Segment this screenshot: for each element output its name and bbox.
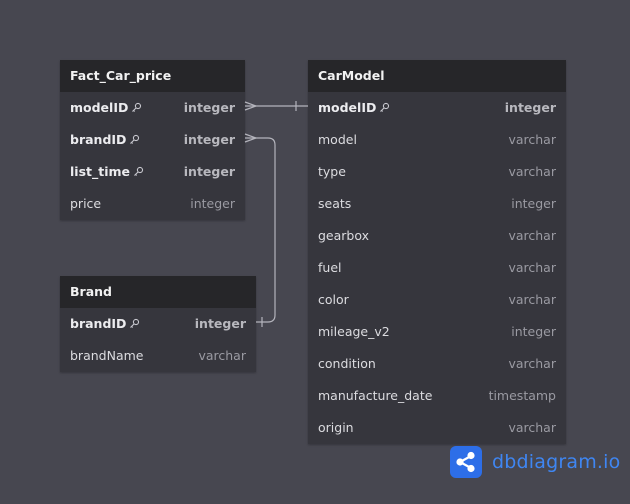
crows-foot-icon <box>244 101 258 111</box>
field-row-modelid[interactable]: modelID integer <box>308 92 566 124</box>
table-carmodel[interactable]: CarModel modelID integer model varchar type v… <box>308 60 566 444</box>
field-name: seats <box>318 188 351 220</box>
field-type: varchar <box>508 260 556 275</box>
table-header[interactable]: Brand <box>60 276 256 308</box>
field-row-manufacture-date[interactable]: manufacture_date timestamp <box>308 380 566 412</box>
dbdiagram-logo[interactable]: dbdiagram.io <box>450 446 620 478</box>
field-row-modelid[interactable]: modelID integer <box>60 92 245 124</box>
field-name: price <box>70 188 101 220</box>
table-fact-car-price[interactable]: Fact_Car_price modelID integer brandID inte… <box>60 60 245 220</box>
field-name-text: brandName <box>70 348 144 363</box>
crows-foot-icon <box>244 133 258 143</box>
field-name-text: origin <box>318 420 354 435</box>
field-row-price[interactable]: price integer <box>60 188 245 220</box>
field-row-model[interactable]: model varchar <box>308 124 566 156</box>
field-type: varchar <box>508 292 556 307</box>
field-type: varchar <box>198 348 246 363</box>
field-name-text: list_time <box>70 164 130 179</box>
field-type: timestamp <box>488 388 556 403</box>
field-name: brandID <box>70 124 140 156</box>
field-row-color[interactable]: color varchar <box>308 284 566 316</box>
field-row-mileage-v2[interactable]: mileage_v2 integer <box>308 316 566 348</box>
field-name-text: fuel <box>318 260 342 275</box>
field-name-text: manufacture_date <box>318 388 433 403</box>
field-type: integer <box>183 100 235 115</box>
field-type: integer <box>511 196 556 211</box>
field-name: fuel <box>318 252 342 284</box>
field-type: integer <box>504 100 556 115</box>
field-name: type <box>318 156 346 188</box>
field-name-text: brandID <box>70 132 127 147</box>
field-name-text: modelID <box>318 100 377 115</box>
logo-text: dbdiagram.io <box>492 451 621 473</box>
relation-modelid[interactable] <box>244 101 308 111</box>
field-type: varchar <box>508 420 556 435</box>
field-row-condition[interactable]: condition varchar <box>308 348 566 380</box>
field-row-brandname[interactable]: brandName varchar <box>60 340 256 372</box>
field-row-brandid[interactable]: brandID integer <box>60 308 256 340</box>
field-name-text: brandID <box>70 316 127 331</box>
key-icon <box>129 309 140 328</box>
field-name-text: mileage_v2 <box>318 324 390 339</box>
key-icon <box>129 125 140 144</box>
field-row-brandid[interactable]: brandID integer <box>60 124 245 156</box>
field-type: integer <box>194 316 246 331</box>
field-name: mileage_v2 <box>318 316 390 348</box>
table-header[interactable]: Fact_Car_price <box>60 60 245 92</box>
key-icon <box>379 93 390 112</box>
field-row-origin[interactable]: origin varchar <box>308 412 566 444</box>
field-name: brandID <box>70 308 140 340</box>
field-name-text: condition <box>318 356 376 371</box>
field-type: integer <box>183 164 235 179</box>
field-row-fuel[interactable]: fuel varchar <box>308 252 566 284</box>
field-name: gearbox <box>318 220 369 252</box>
field-name: origin <box>318 412 354 444</box>
field-name-text: price <box>70 196 102 211</box>
field-name: color <box>318 284 349 316</box>
field-name: model <box>318 124 357 156</box>
field-row-seats[interactable]: seats integer <box>308 188 566 220</box>
field-row-gearbox[interactable]: gearbox varchar <box>308 220 566 252</box>
table-header[interactable]: CarModel <box>308 60 566 92</box>
share-nodes-icon <box>450 446 482 478</box>
field-type: integer <box>190 196 235 211</box>
field-name-text: seats <box>318 196 352 211</box>
field-name-text: color <box>318 292 349 307</box>
field-name: modelID <box>318 92 390 124</box>
field-name: condition <box>318 348 376 380</box>
field-row-list-time[interactable]: list_time integer <box>60 156 245 188</box>
field-name-text: gearbox <box>318 228 370 243</box>
field-name-text: type <box>318 164 346 179</box>
field-type: varchar <box>508 356 556 371</box>
field-type: varchar <box>508 228 556 243</box>
key-icon <box>133 157 144 176</box>
field-type: varchar <box>508 132 556 147</box>
field-type: integer <box>183 132 235 147</box>
field-name: list_time <box>70 156 144 188</box>
field-type: varchar <box>508 164 556 179</box>
field-name: modelID <box>70 92 142 124</box>
field-name: manufacture_date <box>318 380 432 412</box>
field-name: brandName <box>70 340 143 372</box>
field-row-type[interactable]: type varchar <box>308 156 566 188</box>
key-icon <box>131 93 142 112</box>
field-name-text: model <box>318 132 357 147</box>
field-type: integer <box>511 324 556 339</box>
table-brand[interactable]: Brand brandID integer brandName varchar <box>60 276 256 372</box>
field-name-text: modelID <box>70 100 129 115</box>
